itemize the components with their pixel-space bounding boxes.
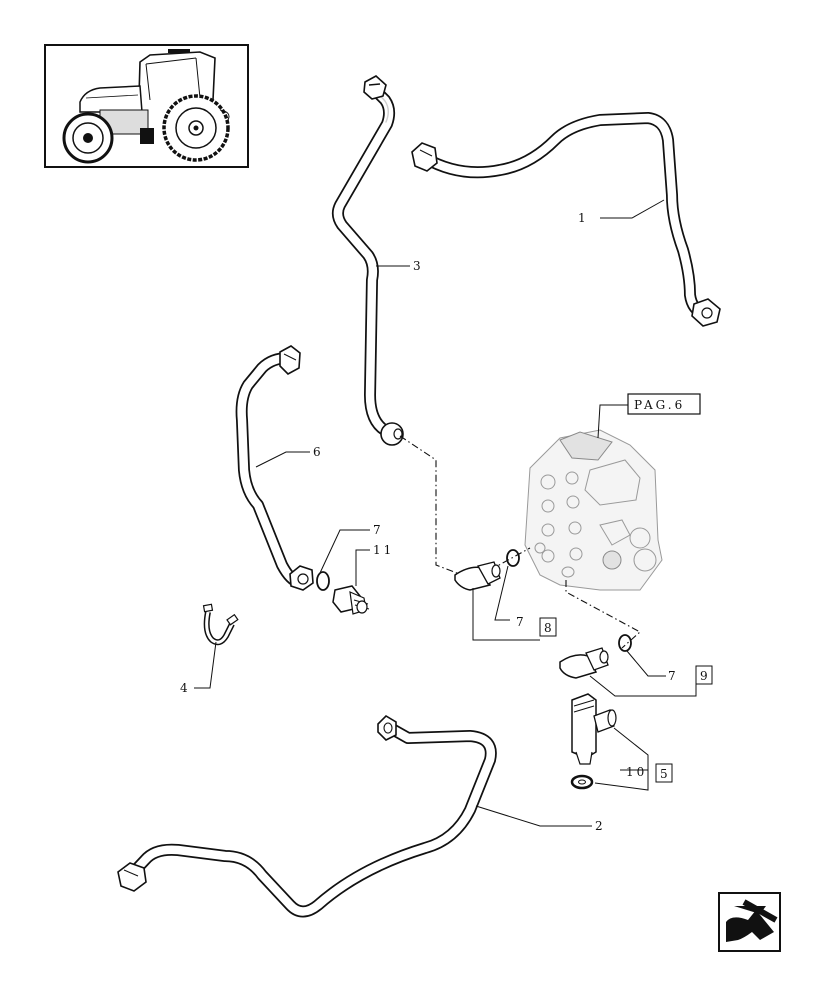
callout-1: 1 (578, 199, 665, 225)
boxed-ref-number: 9 (700, 669, 708, 683)
fitting-nut (691, 298, 721, 327)
callout-7-left: 7 (319, 523, 384, 574)
callout-7-9: 7 9 (589, 650, 713, 697)
elbow-fitting-8 (454, 561, 501, 591)
callout-number: 10 (626, 765, 647, 779)
callout-4: 4 (180, 641, 217, 695)
o-ring (618, 634, 632, 652)
o-ring (316, 571, 330, 591)
fitting-nut (377, 714, 397, 741)
hose-4 (202, 603, 239, 646)
callout-6: 6 (255, 445, 324, 468)
fitting-nut (363, 75, 387, 100)
callout-7-8: 7 8 (472, 565, 557, 641)
callout-number: 1 (578, 211, 589, 225)
callout-number: 11 (373, 543, 394, 557)
adapter-fitting (332, 585, 370, 615)
callout-number: 7 (668, 669, 679, 683)
callout-number: 4 (180, 681, 191, 695)
fitting-nut (279, 345, 301, 375)
page-reference-label: PAG.6 (634, 398, 685, 412)
callout-11: 11 (355, 543, 394, 586)
pipe-2 (117, 714, 497, 918)
pipe-1 (411, 112, 721, 327)
pipe-6 (235, 345, 314, 591)
callout-number: 2 (595, 819, 606, 833)
fitting-nut (411, 142, 438, 172)
callout-number: 3 (413, 259, 424, 273)
pipe-3 (331, 75, 404, 446)
next-page-arrow-icon[interactable] (718, 892, 781, 952)
callout-number: 7 (516, 615, 527, 629)
tee-fitting (571, 693, 617, 765)
elbow-fitting-9 (559, 647, 609, 679)
control-valve-ghost (524, 429, 663, 591)
fitting-nut (380, 422, 404, 446)
fitting-nut (117, 862, 147, 892)
callout-10-5: 10 5 (594, 727, 673, 791)
tractor-thumbnail (44, 44, 249, 168)
boxed-ref-number: 5 (660, 767, 668, 781)
page-reference: PAG.6 (597, 393, 701, 439)
callout-3: 3 (376, 259, 424, 273)
callout-number: 7 (373, 523, 384, 537)
washer (570, 774, 594, 790)
boxed-ref-number: 8 (544, 621, 552, 635)
fitting-nut (289, 565, 314, 591)
o-ring (506, 549, 520, 567)
callout-number: 6 (313, 445, 324, 459)
callout-2: 2 (475, 805, 606, 833)
